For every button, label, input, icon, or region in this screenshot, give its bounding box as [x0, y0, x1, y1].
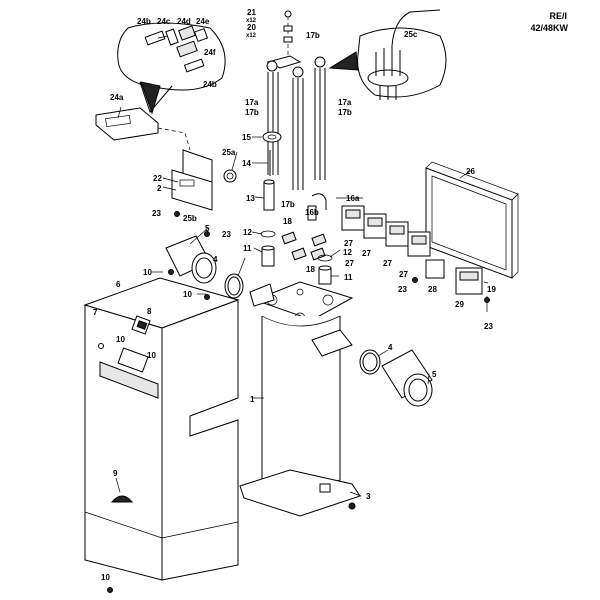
label-19: 19: [487, 285, 496, 294]
label-26: 26: [466, 167, 475, 176]
label-17b-left: 17b: [245, 108, 259, 117]
label-27-d: 27: [345, 259, 354, 268]
terminals: [281, 193, 327, 261]
screws: [107, 211, 490, 593]
label-25a: 25a: [222, 148, 236, 157]
fittings: [260, 230, 333, 285]
label-23-b: 23: [222, 230, 231, 239]
label-27-c: 27: [383, 259, 392, 268]
heating-elements: [266, 10, 326, 190]
label-15: 15: [242, 133, 251, 142]
label-23-a: 23: [152, 209, 161, 218]
label-20-qty: x12: [246, 33, 257, 39]
label-27-a: 27: [344, 239, 353, 248]
sensor-parts: [262, 131, 282, 211]
label-17b-top: 17b: [306, 31, 320, 40]
label-10-c: 10: [116, 335, 125, 344]
label-14: 14: [242, 159, 251, 168]
label-10-d: 10: [147, 351, 156, 360]
contactors-27: [341, 205, 483, 295]
label-24f: 24f: [204, 48, 216, 57]
part-labels: 24b 24c 24d 24e 24f 24b 24a 21 x12 20 x1…: [93, 8, 496, 582]
label-20: 20: [247, 23, 256, 32]
label-10-b: 10: [183, 290, 192, 299]
unions-and-seals: [165, 235, 433, 407]
label-23-d: 23: [484, 322, 493, 331]
label-12-b: 12: [343, 248, 352, 257]
label-7: 7: [93, 308, 98, 317]
label-24c: 24c: [157, 17, 171, 26]
title-model: RE/I: [549, 11, 567, 21]
label-17a-right: 17a: [338, 98, 352, 107]
label-4-right: 4: [388, 343, 393, 352]
label-29: 29: [455, 300, 464, 309]
label-18-b: 18: [306, 265, 315, 274]
label-11-b: 11: [344, 273, 353, 282]
label-16b: 16b: [305, 208, 319, 217]
label-12-a: 12: [243, 228, 252, 237]
label-28: 28: [428, 285, 437, 294]
label-24e: 24e: [196, 17, 210, 26]
label-25c: 25c: [404, 30, 418, 39]
label-17b-mid: 17b: [281, 200, 295, 209]
label-23-c: 23: [398, 285, 407, 294]
control-bracket: [171, 149, 237, 211]
label-1: 1: [250, 395, 255, 404]
display-unit-24a: [95, 107, 191, 151]
detail-bubble-element-head: [328, 9, 447, 100]
cover-panel-26: [425, 161, 519, 279]
label-25b: 25b: [183, 214, 197, 223]
label-5-right: 5: [432, 370, 437, 379]
label-18-a: 18: [283, 217, 292, 226]
label-24a: 24a: [110, 93, 124, 102]
label-2: 2: [157, 184, 162, 193]
label-13: 13: [246, 194, 255, 203]
front-casing-6: [83, 277, 240, 581]
label-21: 21: [247, 8, 256, 17]
label-24d: 24d: [177, 17, 191, 26]
label-5-top: 5: [205, 224, 210, 233]
label-17a-left: 17a: [245, 98, 259, 107]
label-6: 6: [116, 280, 121, 289]
label-21-qty: x12: [246, 18, 257, 24]
detail-bubble-connectors: [117, 22, 226, 115]
label-10-a: 10: [143, 268, 152, 277]
label-10-e: 10: [101, 573, 110, 582]
leader-lines: [115, 106, 489, 497]
label-8: 8: [147, 307, 152, 316]
label-24b-top: 24b: [137, 17, 151, 26]
title-power: 42/48KW: [530, 23, 568, 33]
label-16a: 16a: [346, 194, 360, 203]
label-24b-bottom: 24b: [203, 80, 217, 89]
label-22: 22: [153, 174, 162, 183]
label-17b-right: 17b: [338, 108, 352, 117]
label-11-a: 11: [243, 244, 252, 253]
label-27-e: 27: [399, 270, 408, 279]
label-3: 3: [366, 492, 371, 501]
heater-vessel-1: [239, 281, 361, 517]
label-9: 9: [113, 469, 118, 478]
label-27-b: 27: [362, 249, 371, 258]
label-4-top: 4: [213, 255, 218, 264]
